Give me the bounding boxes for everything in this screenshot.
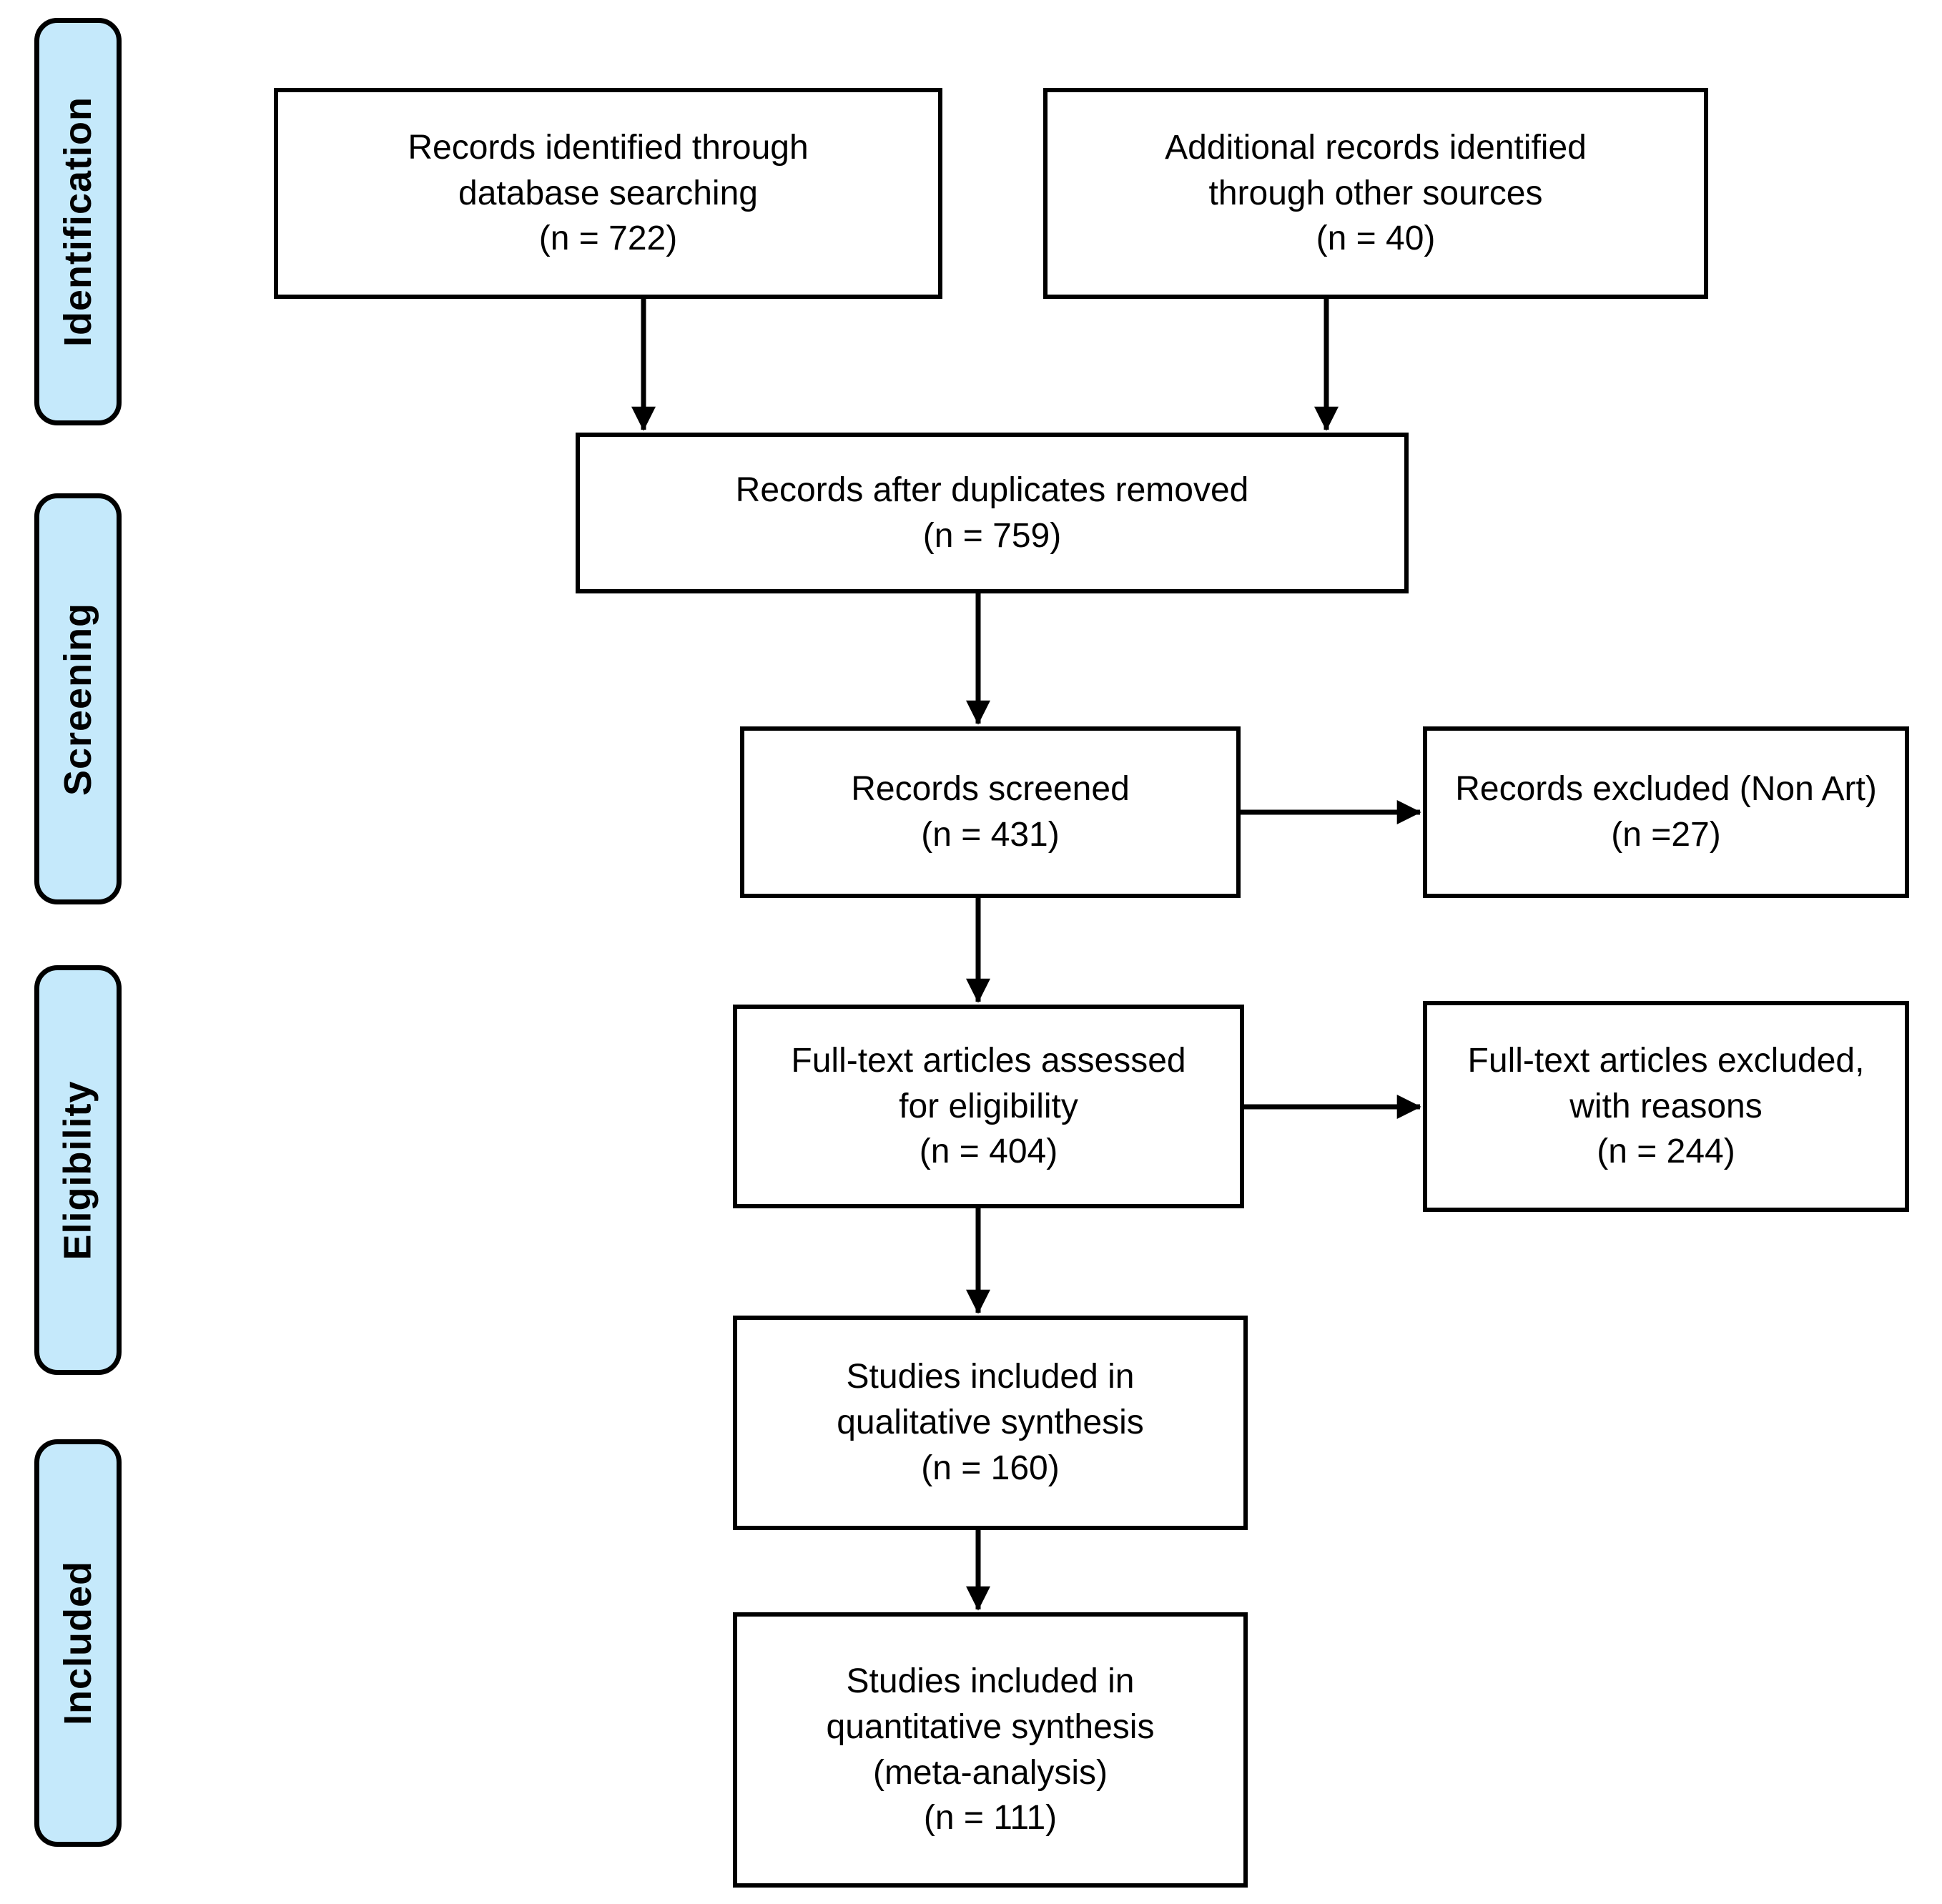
stage-eligibility: Eligibility: [34, 965, 122, 1375]
box-fulltext-assessed: Full-text articles assessed for eligibil…: [733, 1005, 1244, 1208]
box-quantitative-included-text: Studies included in quantitative synthes…: [826, 1662, 1155, 1838]
box-records-excluded-text: Records excluded (Non Art) (n =27): [1455, 770, 1877, 854]
stage-included: Included: [34, 1439, 122, 1847]
stage-identification: Identification: [34, 18, 122, 425]
box-after-duplicates: Records after duplicates removed (n = 75…: [576, 433, 1409, 593]
stage-included-label: Included: [56, 1560, 100, 1726]
box-records-excluded: Records excluded (Non Art) (n =27): [1423, 726, 1909, 898]
box-additional-records-text: Additional records identified through ot…: [1165, 128, 1587, 258]
box-additional-records: Additional records identified through ot…: [1043, 88, 1708, 299]
box-records-screened-text: Records screened (n = 431): [851, 770, 1130, 854]
box-records-identified-text: Records identified through database sear…: [408, 128, 809, 258]
box-fulltext-assessed-text: Full-text articles assessed for eligibil…: [791, 1041, 1186, 1171]
box-after-duplicates-text: Records after duplicates removed (n = 75…: [735, 470, 1249, 555]
stage-screening-label: Screening: [56, 602, 99, 796]
box-records-identified: Records identified through database sear…: [274, 88, 942, 299]
box-qualitative-included-text: Studies included in qualitative synthesi…: [837, 1358, 1144, 1487]
box-qualitative-included: Studies included in qualitative synthesi…: [733, 1316, 1248, 1530]
box-fulltext-excluded-text: Full-text articles excluded, with reason…: [1467, 1041, 1865, 1171]
box-fulltext-excluded: Full-text articles excluded, with reason…: [1423, 1001, 1909, 1212]
stage-eligibility-label: Eligibility: [56, 1080, 99, 1261]
stage-identification-label: Identification: [56, 97, 99, 347]
box-records-screened: Records screened (n = 431): [740, 726, 1241, 898]
box-quantitative-included: Studies included in quantitative synthes…: [733, 1612, 1248, 1888]
stage-screening: Screening: [34, 493, 122, 904]
